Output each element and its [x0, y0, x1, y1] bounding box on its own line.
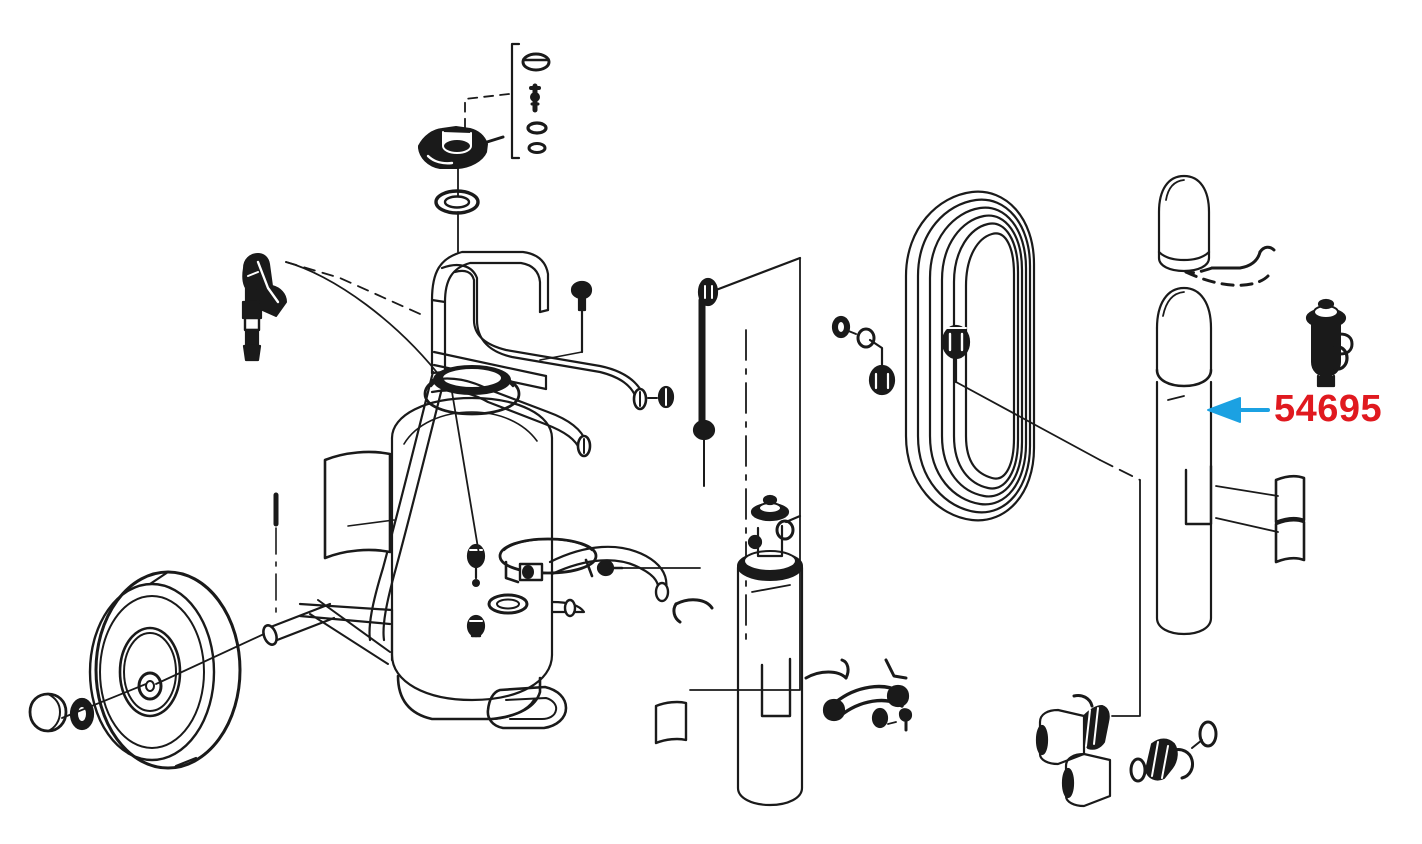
- hose-clamp: [466, 614, 486, 638]
- leader-bracket-to-regulator: [464, 93, 510, 131]
- strap-bolt: [596, 559, 701, 577]
- hose-coupler-upper: [941, 324, 971, 384]
- hose-coupler-small: [647, 385, 675, 409]
- callout-arrow: [1207, 397, 1270, 423]
- outlet-pipe: [550, 598, 586, 618]
- seal-kit-bracket: [510, 42, 551, 160]
- leader-hose-dashes: [1099, 459, 1141, 481]
- coiled-hose: [904, 190, 1036, 522]
- check-valve: [241, 286, 263, 362]
- valve-stem: [529, 83, 541, 113]
- regulator-head: [418, 126, 505, 169]
- decal-plate: [323, 450, 395, 560]
- tank-body: [390, 365, 568, 730]
- strap-nut: [570, 280, 593, 354]
- leader-nut: [539, 351, 583, 361]
- upper-hose: [440, 263, 648, 411]
- label-decal-small: [654, 700, 688, 745]
- wheel: [88, 570, 242, 770]
- construction-lines: [689, 257, 801, 691]
- axle-centerline-2: [155, 633, 265, 685]
- leader-hose-to-cylinder: [955, 381, 1101, 461]
- o-ring-small: [527, 142, 547, 154]
- cylinder-clip: [1184, 245, 1276, 287]
- tank-collar: [498, 537, 598, 584]
- label-decal-lower: [1215, 517, 1306, 564]
- pressure-cylinder-upper: [1157, 174, 1211, 273]
- axle-washer: [69, 697, 95, 731]
- construction-lines-left: [285, 261, 481, 561]
- nozzle-assembly-upper: [1035, 694, 1110, 766]
- part-number-callout: 54695: [1274, 388, 1383, 430]
- retaining-clip-2: [804, 658, 850, 680]
- axle-centerline: [61, 683, 147, 719]
- cylinder-valve-center: [747, 494, 802, 558]
- pressure-cylinder-lower: [1155, 286, 1213, 636]
- gasket-ring-lower: [487, 593, 529, 615]
- gasket-ring: [434, 189, 480, 215]
- hub-cap: [28, 692, 68, 733]
- hose-coupler-lower: [831, 315, 896, 396]
- leader-nozzle: [1111, 479, 1141, 717]
- axle: [262, 602, 336, 646]
- leader-elbow-dashed: [285, 261, 421, 315]
- o-ring-large: [526, 121, 548, 135]
- retaining-clip: [672, 598, 714, 624]
- drain-valve: [466, 543, 486, 587]
- hold-down-strap: [822, 658, 913, 732]
- cylinder-valve-right: [1305, 298, 1354, 388]
- label-decal-upper: [1215, 474, 1306, 524]
- dip-tube: [692, 256, 802, 487]
- nozzle-assembly-lower: [1061, 720, 1218, 808]
